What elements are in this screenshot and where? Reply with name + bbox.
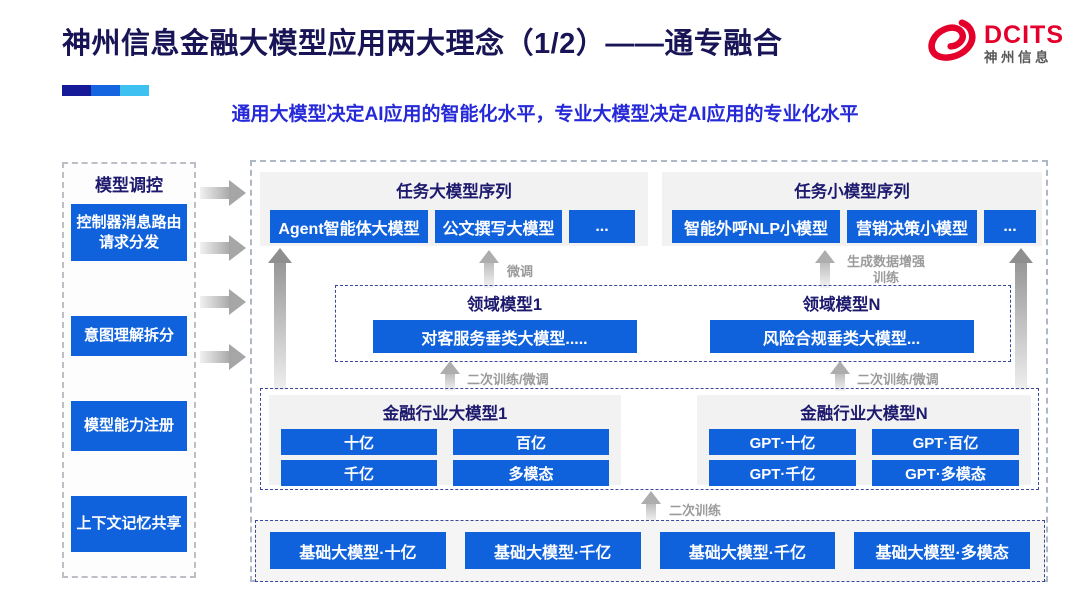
block-more-ellipsis: ... xyxy=(984,210,1036,243)
block-gpt-hundred-billion: GPT·千亿 xyxy=(709,460,856,486)
slide-subtitle: 通用大模型决定AI应用的智能化水平，专业大模型决定AI应用的专业化水平 xyxy=(231,104,859,125)
industry-models-box: 金融行业大模型1 十亿 百亿 千亿 多模态 金融行业大模型N GPT·十亿 GP… xyxy=(260,388,1039,490)
block-marketing-decision-small-model: 营销决策小模型 xyxy=(847,210,977,243)
block-gpt-billion: GPT·十亿 xyxy=(709,429,856,455)
arrow-right-icon xyxy=(200,289,246,315)
block-customer-service-vertical-model: 对客服务垂类大模型..... xyxy=(372,320,637,353)
block-doc-writing-large-model: 公文撰写大模型 xyxy=(435,210,562,243)
block-gpt-ten-billion: GPT·百亿 xyxy=(872,429,1019,455)
accent-segment xyxy=(91,85,120,96)
label-secondary-training-finetune: 二次训练/微调 xyxy=(857,372,939,387)
task-large-model-panel: 任务大模型序列 Agent智能体大模型 公文撰写大模型 ... xyxy=(260,172,648,246)
industry-model-n-panel: 金融行业大模型N GPT·十亿 GPT·百亿 GPT·千亿 GPT·多模态 xyxy=(697,395,1031,486)
model-architecture-diagram: 任务大模型序列 Agent智能体大模型 公文撰写大模型 ... 任务小模型序列 … xyxy=(250,160,1048,582)
panel-title: 任务大模型序列 xyxy=(396,183,512,201)
sidebar-item-registry: 模型能力注册 xyxy=(71,401,187,451)
sidebar-item-context: 上下文记忆共享 xyxy=(71,496,187,552)
block-multimodal: 多模态 xyxy=(453,460,609,486)
sidebar-item-intent: 意图理解拆分 xyxy=(71,316,187,356)
sidebar-item-router: 控制器消息路由请求分发 xyxy=(71,204,187,261)
arrow-up-icon xyxy=(815,250,835,288)
sidebar-title: 模型调控 xyxy=(95,176,163,195)
block-base-model-multimodal: 基础大模型·多模态 xyxy=(854,532,1030,569)
dcits-swirl-icon xyxy=(922,16,980,71)
group-title: 领域模型1 xyxy=(466,296,543,314)
base-models-box: 基础大模型·十亿 基础大模型·千亿 基础大模型·千亿 基础大模型·多模态 xyxy=(255,520,1045,582)
panel-title: 任务小模型序列 xyxy=(794,183,910,201)
block-risk-compliance-vertical-model: 风险合规垂类大模型... xyxy=(709,320,974,353)
block-gpt-multimodal: GPT·多模态 xyxy=(872,460,1019,486)
domain-model-n-group: 领域模型N 风险合规垂类大模型... xyxy=(673,286,1010,361)
arrow-right-icon xyxy=(200,344,246,370)
task-small-model-panel: 任务小模型序列 智能外呼NLP小模型 营销决策小模型 ... xyxy=(662,172,1042,246)
block-outbound-nlp-small-model: 智能外呼NLP小模型 xyxy=(672,210,840,243)
block-ten-billion: 百亿 xyxy=(453,429,609,455)
domain-model-1-group: 领域模型1 对客服务垂类大模型..... xyxy=(336,286,673,361)
accent-segment xyxy=(120,85,149,96)
block-hundred-billion: 千亿 xyxy=(281,460,437,486)
arrow-up-icon xyxy=(268,248,292,390)
arrow-right-icon xyxy=(200,235,246,261)
logo-brand-cn-text: 神州信息 xyxy=(984,50,1052,66)
group-title: 领域模型N xyxy=(802,296,881,314)
label-secondary-training: 二次训练 xyxy=(669,503,722,518)
arrow-right-icon xyxy=(200,180,246,206)
domain-models-box: 领域模型1 对客服务垂类大模型..... 领域模型N 风险合规垂类大模型... xyxy=(335,285,1011,362)
model-control-sidebar: 模型调控 控制器消息路由请求分发 意图理解拆分 模型能力注册 上下文记忆共享 xyxy=(62,162,196,578)
block-base-model-billion: 基础大模型·十亿 xyxy=(270,532,446,569)
block-agent-large-model: Agent智能体大模型 xyxy=(270,210,428,243)
label-finetune: 微调 xyxy=(507,264,534,279)
accent-segment xyxy=(62,85,91,96)
label-secondary-training-finetune: 二次训练/微调 xyxy=(467,372,549,387)
accent-bar xyxy=(62,85,149,96)
label-gen-data-training: 生成数据增强训练 xyxy=(846,254,925,285)
block-more-ellipsis: ... xyxy=(569,210,635,243)
arrow-up-icon xyxy=(479,250,499,288)
block-base-model-hundred-billion-2: 基础大模型·千亿 xyxy=(659,532,836,569)
block-base-model-hundred-billion: 基础大模型·千亿 xyxy=(464,532,641,569)
industry-model-1-panel: 金融行业大模型1 十亿 百亿 千亿 多模态 xyxy=(269,395,621,486)
panel-title: 金融行业大模型N xyxy=(800,405,928,423)
panel-title: 金融行业大模型1 xyxy=(382,405,508,423)
page-title: 神州信息金融大模型应用两大理念（1/2）——通专融合 xyxy=(62,28,783,60)
arrow-up-icon xyxy=(830,361,850,391)
arrow-up-icon xyxy=(440,361,460,391)
logo-brand-text: DCITS xyxy=(984,20,1064,49)
arrow-up-icon xyxy=(1009,248,1033,390)
arrow-up-icon xyxy=(641,491,661,522)
block-billion: 十亿 xyxy=(281,429,437,455)
dcits-logo: DCITS 神州信息 xyxy=(922,16,1064,71)
